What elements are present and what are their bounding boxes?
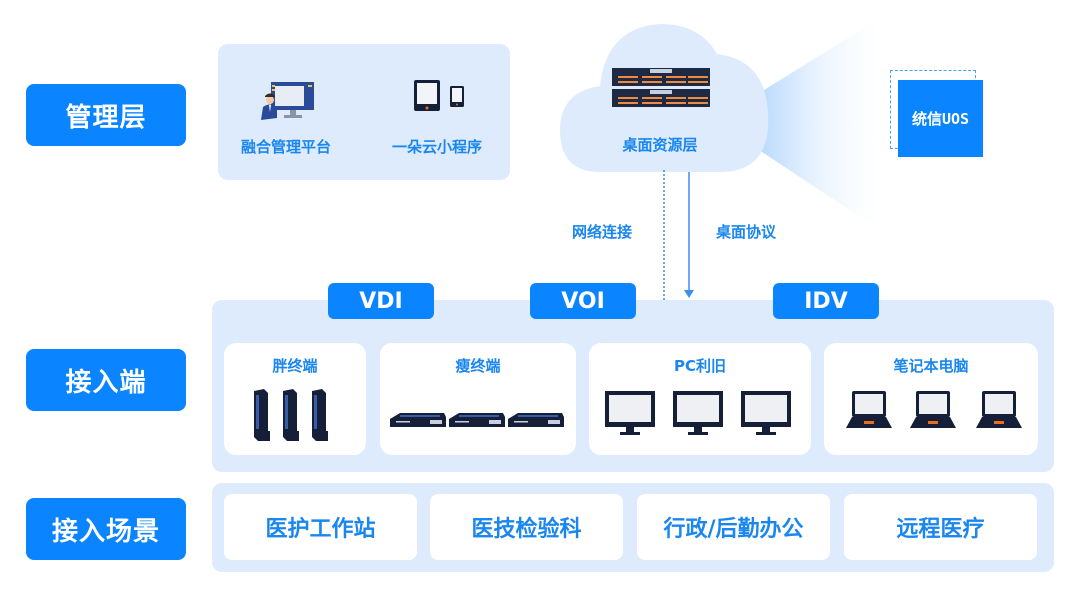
tag-vdi: VDI (328, 283, 434, 319)
access-card-laptop: 笔记本电脑 (824, 343, 1038, 455)
scene-card: 行政/后勤办公 (637, 494, 830, 560)
layer-label-scenes: 接入场景 (26, 498, 186, 560)
access-card-label: PC利旧 (673, 357, 726, 375)
layer-label-management: 管理层 (26, 84, 186, 146)
scene-card: 远程医疗 (844, 494, 1037, 560)
management-item-label: 一朵云小程序 (391, 138, 482, 156)
access-card-label: 胖终端 (272, 357, 318, 375)
monitor-icon (605, 391, 791, 435)
tag-idv: IDV (773, 283, 879, 319)
access-card-thin-terminal: 瘦终端 (380, 343, 576, 455)
laptop-icon (846, 391, 1022, 428)
os-badge: 统信UOS (898, 80, 983, 157)
scene-card: 医技检验科 (430, 494, 623, 560)
access-card-fat-terminal: 胖终端 (224, 343, 366, 455)
admin-monitor-icon (261, 82, 314, 120)
management-panel: 融合管理平台 一朵云小程序 (218, 44, 510, 180)
access-card-label: 笔记本电脑 (893, 357, 969, 375)
desktop-protocol-arrow (684, 290, 694, 298)
access-card-label: 瘦终端 (455, 357, 501, 375)
thin-client-icon (390, 413, 564, 427)
layer-label-access: 接入端 (26, 349, 186, 411)
scene-card: 医护工作站 (224, 494, 417, 560)
network-connection-label: 网络连接 (571, 223, 632, 241)
management-item-label: 融合管理平台 (240, 138, 331, 156)
tower-terminal-icon (254, 389, 328, 441)
tag-voi: VOI (530, 283, 636, 319)
cloud-label: 桌面资源层 (622, 136, 698, 154)
access-card-pc-reuse: PC利旧 (589, 343, 811, 455)
tablet-phone-icon (414, 80, 464, 111)
server-rack-icon (612, 68, 710, 107)
desktop-protocol-label: 桌面协议 (715, 223, 776, 241)
